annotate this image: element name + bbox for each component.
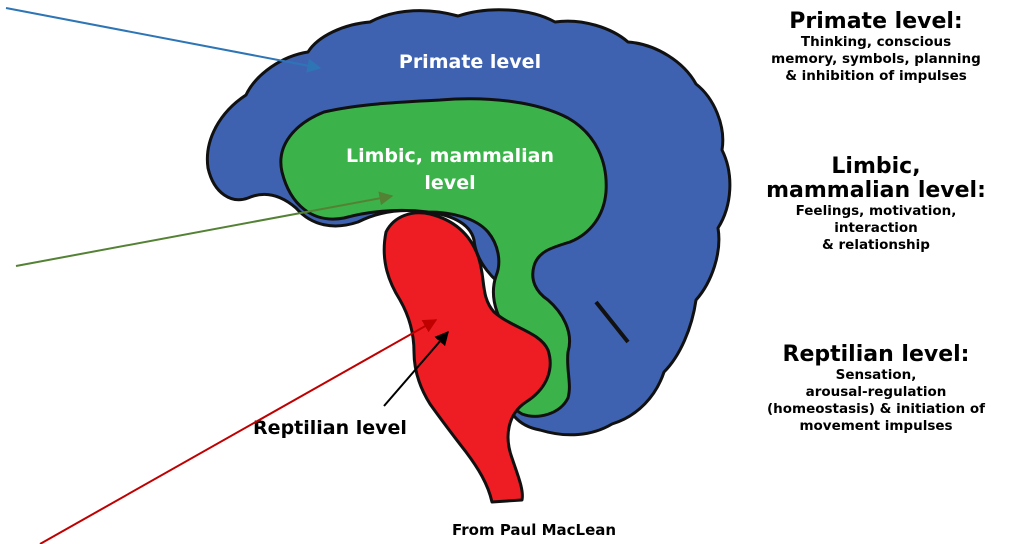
- primate-heading: Primate level:: [738, 10, 1014, 34]
- limbic-label-line2: level: [424, 172, 475, 194]
- limbic-description-block: Limbic, mammalian level: Feelings, motiv…: [748, 155, 1004, 254]
- primate-arrow: [6, 8, 320, 68]
- primate-description-block: Primate level: Thinking, conscious memor…: [738, 10, 1014, 85]
- primate-label: Primate level: [399, 51, 541, 73]
- reptilian-label: Reptilian level: [253, 417, 407, 439]
- reptilian-heading: Reptilian level:: [738, 343, 1014, 367]
- limbic-label-line1: Limbic, mammalian: [346, 145, 554, 167]
- limbic-description: Feelings, motivation, interaction & rela…: [748, 203, 1004, 254]
- limbic-arrow: [16, 196, 392, 266]
- primate-description: Thinking, conscious memory, symbols, pla…: [738, 34, 1014, 85]
- reptilian-description-block: Reptilian level: Sensation, arousal-regu…: [738, 343, 1014, 435]
- reptilian-description: Sensation, arousal-regulation (homeostas…: [738, 367, 1014, 435]
- limbic-heading-line1: Limbic,: [748, 155, 1004, 179]
- limbic-heading-line2: mammalian level:: [748, 179, 1004, 203]
- source-credit: From Paul MacLean: [452, 521, 616, 539]
